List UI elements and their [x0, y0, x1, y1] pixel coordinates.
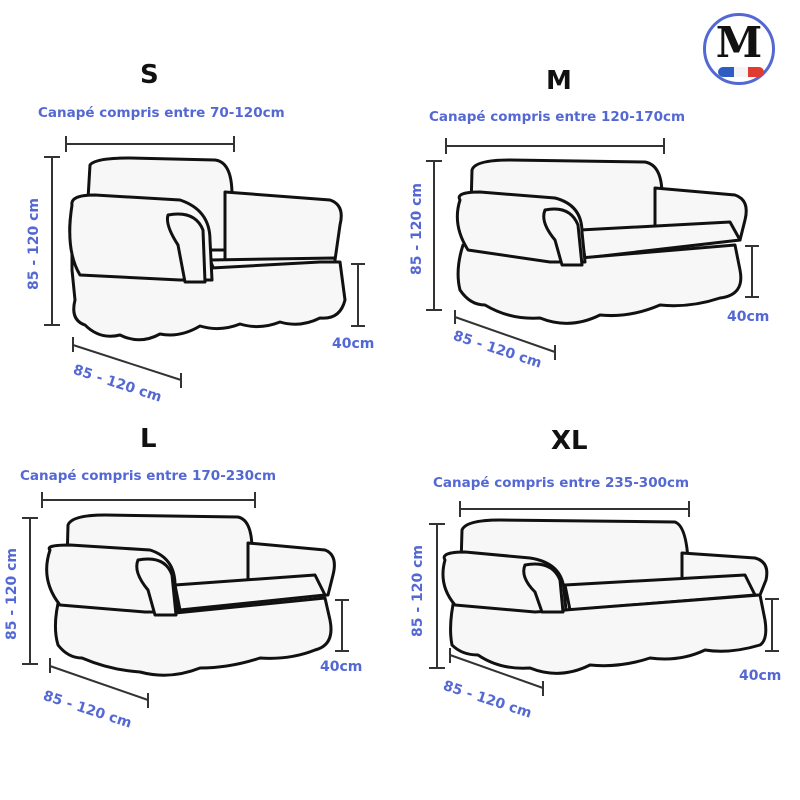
- size-panel-l: L Canapé compris entre 170-230cm 85 - 12…: [0, 400, 400, 800]
- logo-letter: M: [715, 18, 763, 67]
- height-label: 85 - 120 cm: [26, 197, 42, 290]
- skirt-height-label: 40cm: [727, 309, 770, 325]
- size-label: XL: [551, 426, 588, 456]
- width-range-label: Canapé compris entre 120-170cm: [429, 109, 686, 125]
- sofa-diagram: [429, 501, 779, 696]
- flag-red: [748, 67, 764, 77]
- sofa-diagram: [426, 138, 759, 360]
- width-range-label: Canapé compris entre 235-300cm: [433, 475, 690, 491]
- size-panel-m: M Canapé compris entre 120-170cm 85 - 12…: [400, 0, 800, 400]
- size-label: L: [140, 424, 157, 454]
- size-label: M: [546, 66, 572, 96]
- size-panel-xl: XL Canapé compris entre 235-300cm 85 - 1…: [400, 400, 800, 800]
- size-panel-s: S Canapé compris entre 70-120cm 85 - 120…: [0, 0, 400, 406]
- brand-logo: M: [703, 13, 775, 85]
- sofa-diagram: [22, 492, 349, 708]
- skirt-height-label: 40cm: [739, 668, 782, 684]
- sofa-diagram: [44, 136, 365, 388]
- width-range-label: Canapé compris entre 70-120cm: [38, 105, 285, 121]
- height-label: 85 - 120 cm: [409, 182, 425, 275]
- size-label: S: [140, 60, 159, 90]
- skirt-height-label: 40cm: [320, 659, 363, 675]
- flag-white: [734, 67, 748, 77]
- width-range-label: Canapé compris entre 170-230cm: [20, 468, 277, 484]
- height-label: 85 - 120 cm: [4, 547, 20, 640]
- height-label: 85 - 120 cm: [410, 544, 426, 637]
- skirt-height-label: 40cm: [332, 336, 375, 352]
- flag-blue: [718, 67, 734, 77]
